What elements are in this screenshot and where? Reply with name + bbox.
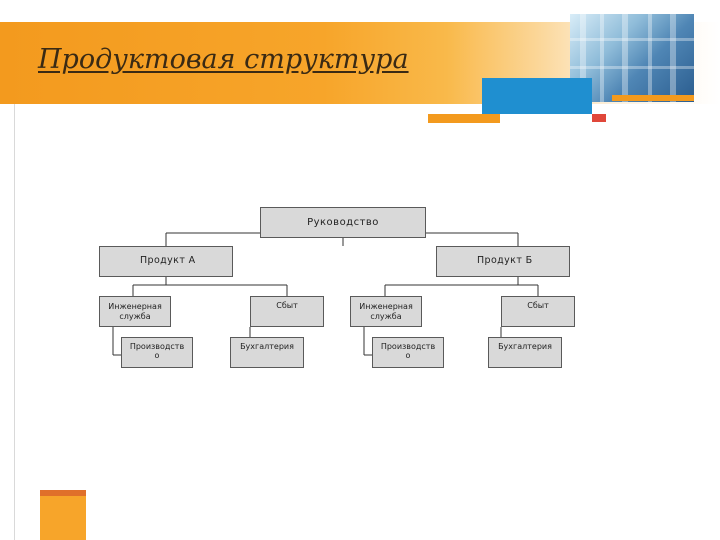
accent-bar-blue (482, 78, 592, 114)
node-product-b: Продукт Б (436, 246, 570, 277)
node-product-a: Продукт А (99, 246, 233, 277)
node-a-sales: Сбыт (250, 296, 324, 327)
footer-strip (40, 496, 86, 540)
node-b-accounting: Бухгалтерия (488, 337, 562, 368)
footer-strip-top (40, 490, 86, 496)
node-b-production: Производств о (372, 337, 444, 368)
frame-line (14, 104, 15, 540)
node-b-engineering: Инженерная служба (350, 296, 422, 327)
node-a-production: Производств о (121, 337, 193, 368)
node-b-sales: Сбыт (501, 296, 575, 327)
accent-bar-orange (428, 114, 500, 123)
node-a-accounting: Бухгалтерия (230, 337, 304, 368)
node-a-engineering: Инженерная служба (99, 296, 171, 327)
accent-square-red (592, 114, 606, 122)
node-management: Руководство (260, 207, 426, 238)
page-title: Продуктовая структура (38, 44, 409, 75)
accent-bar-orange-small (612, 95, 694, 101)
